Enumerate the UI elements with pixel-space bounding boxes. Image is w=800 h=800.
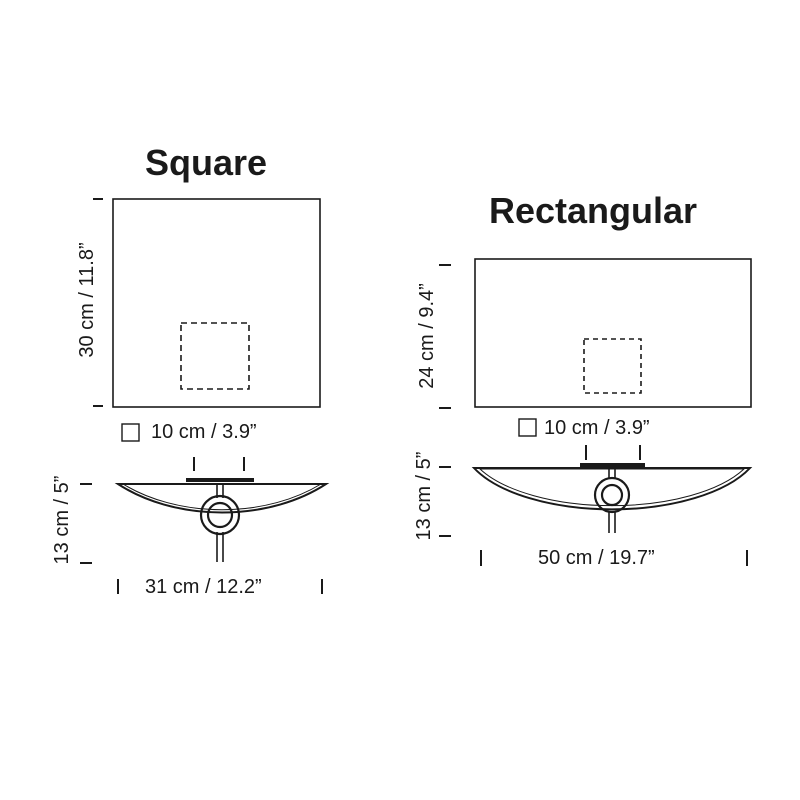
rectangular-depth-ticks [439, 466, 451, 537]
square-shade-top [114, 483, 330, 514]
rectangular-shade-front [474, 258, 752, 408]
rectangular-plate-label: 10 cm / 3.9” [544, 417, 650, 439]
rectangular-depth-label: 13 cm / 5” [413, 451, 435, 541]
square-shade-front [112, 198, 321, 408]
rectangular-title: Rectangular [489, 190, 698, 231]
square-plate-ticks [193, 457, 245, 471]
square-depth-ticks [80, 483, 92, 564]
square-shade-inner [121, 483, 323, 511]
rectangular-mount-plate-outline [583, 338, 642, 394]
rectangular-shade-top [471, 467, 753, 511]
square-mount-plate-outline [180, 322, 250, 390]
square-width-label: 31 cm / 12.2” [145, 576, 262, 598]
square-title: Square [145, 142, 268, 183]
rectangular-height-ticks [439, 264, 451, 409]
rectangular-plate-ticks [585, 445, 641, 460]
square-width-ticks [117, 579, 323, 594]
rectangular-width-ticks [480, 550, 748, 566]
rectangular-socket [593, 468, 631, 533]
square-height-label: 30 cm / 11.8” [76, 242, 98, 358]
rectangular-width-label: 50 cm / 19.7” [538, 547, 655, 569]
square-height-ticks [93, 198, 103, 407]
square-plate-label: 10 cm / 3.9” [151, 421, 257, 443]
rectangular-height-label: 24 cm / 9.4” [416, 283, 438, 389]
rectangular-shade-inner [478, 468, 746, 507]
rectangular-plate-symbol [518, 418, 537, 437]
square-socket [199, 484, 241, 562]
square-plate-symbol [121, 423, 140, 442]
square-depth-label: 13 cm / 5” [51, 475, 73, 565]
